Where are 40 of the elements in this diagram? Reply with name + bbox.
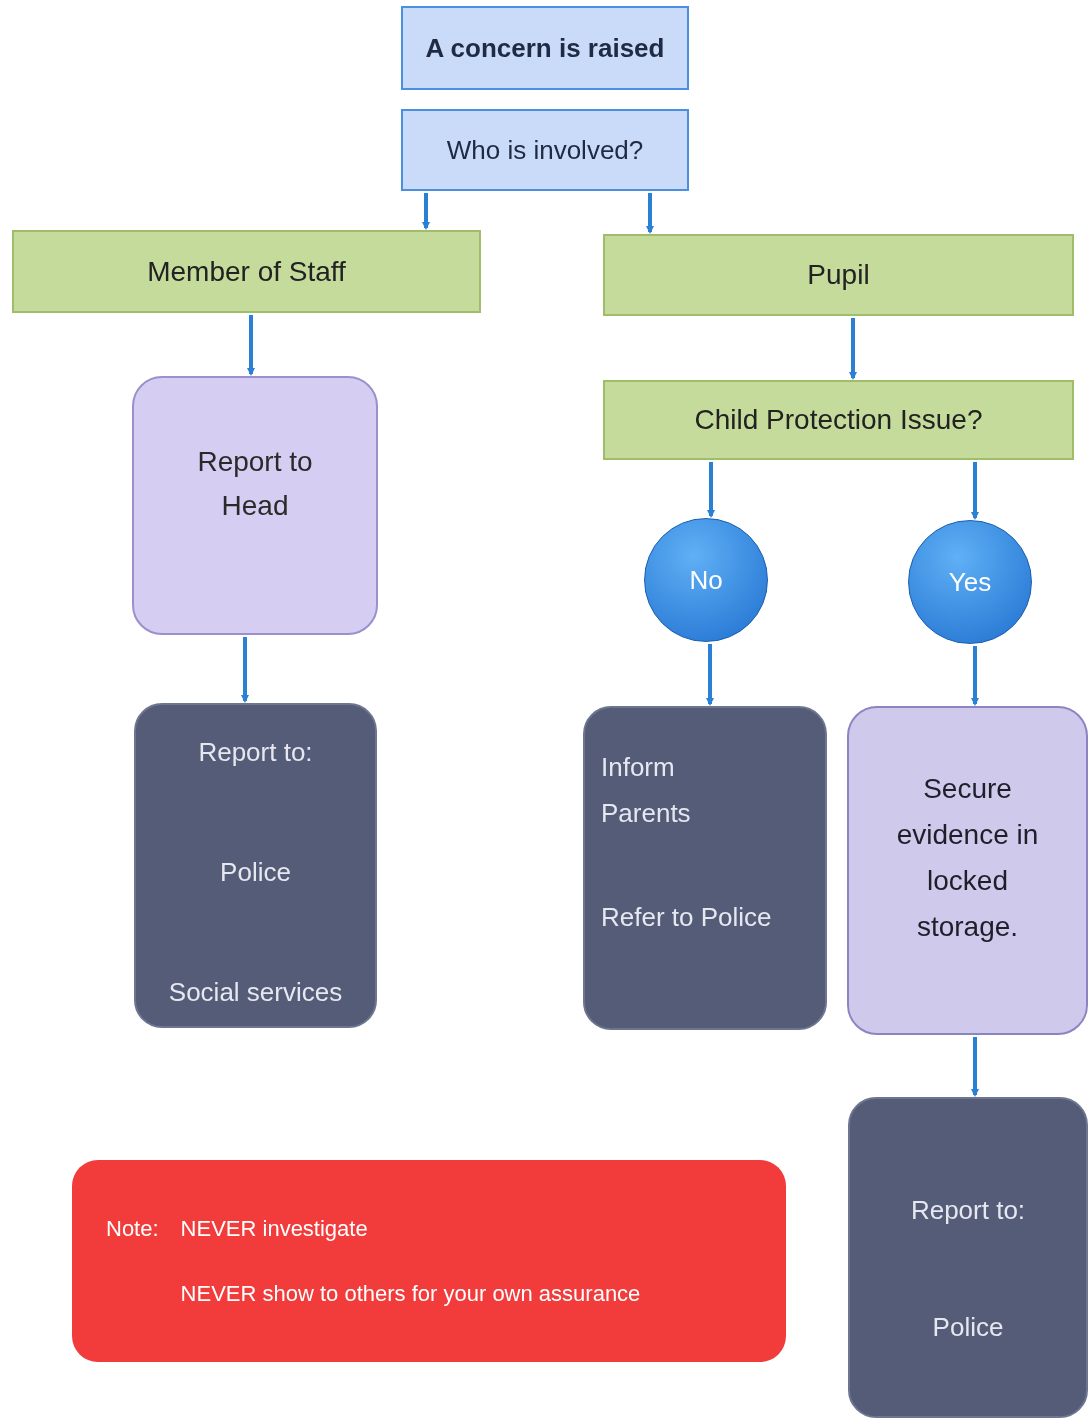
arrow — [849, 318, 857, 380]
category-box — [603, 234, 1074, 316]
node-text: No — [689, 563, 723, 597]
arrow — [707, 462, 715, 518]
category-box — [12, 230, 481, 313]
node-text: Pupil — [807, 258, 870, 292]
action-box — [847, 706, 1088, 1035]
node-text: Police — [932, 1311, 1004, 1344]
node-text: Inform Parents — [601, 751, 692, 830]
arrow — [971, 462, 979, 520]
node-text: Who is involved? — [446, 133, 644, 167]
arrow — [646, 193, 654, 234]
arrow — [241, 637, 249, 703]
node-text: Secure evidence in locked storage. — [895, 772, 1040, 944]
node-text: NEVER investigate — [180, 1215, 369, 1243]
question-box — [401, 109, 689, 191]
node-text: Police — [220, 856, 291, 889]
node-text: A concern is raised — [425, 31, 665, 65]
arrow — [422, 193, 430, 230]
node-text: Report to: — [198, 736, 313, 769]
start-box — [401, 6, 689, 90]
node-text: Report to Head — [196, 445, 314, 523]
arrow — [971, 646, 979, 706]
decision-box — [603, 380, 1074, 460]
arrow — [247, 315, 255, 376]
node-text: Yes — [948, 565, 992, 599]
node-text: Refer to Police — [601, 901, 772, 934]
action-box — [848, 1097, 1088, 1418]
action-box — [134, 703, 377, 1028]
node-text: Note: — [106, 1215, 159, 1243]
action-box — [583, 706, 827, 1030]
node-text: Report to: — [910, 1194, 1026, 1227]
node-text: Social services — [168, 976, 343, 1009]
arrow — [971, 1037, 979, 1097]
node-text: NEVER show to others for your own assurance — [180, 1280, 642, 1308]
action-box — [132, 376, 378, 635]
note-box — [72, 1160, 786, 1362]
node-text: Member of Staff — [147, 254, 346, 289]
node-text: Child Protection Issue? — [694, 403, 983, 437]
arrow — [706, 644, 714, 706]
